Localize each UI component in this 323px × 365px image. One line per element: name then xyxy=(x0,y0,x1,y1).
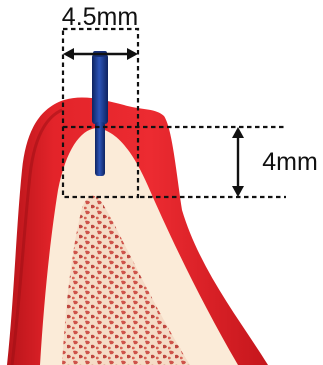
implant-tool-tip xyxy=(95,122,105,176)
width-arrow-right xyxy=(127,48,138,60)
depth-label: 4mm xyxy=(262,148,318,176)
width-arrow-left xyxy=(63,48,74,60)
width-label: 4.5mm xyxy=(62,3,138,31)
depth-arrow-bottom xyxy=(232,186,244,197)
implant-tool-body xyxy=(92,54,108,124)
depth-arrow-top xyxy=(232,127,244,138)
